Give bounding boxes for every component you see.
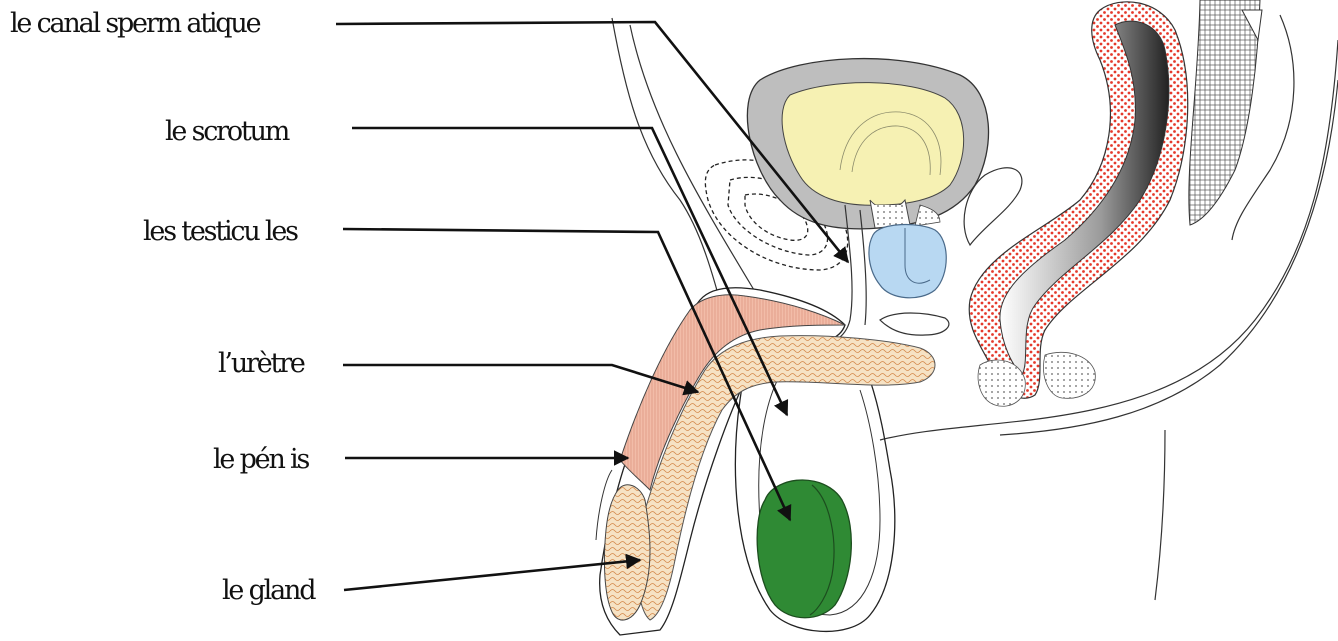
prostate <box>869 225 946 298</box>
leader-gland <box>344 560 640 590</box>
label-penis: le pén is <box>213 446 308 473</box>
bladder <box>747 59 988 229</box>
leader-uretre <box>343 365 698 392</box>
label-canal-spermatique: le canal sperm atique <box>10 10 259 37</box>
testicle <box>757 480 851 618</box>
label-uretre: l’urètre <box>218 350 304 377</box>
label-gland: le gland <box>222 577 314 604</box>
label-scrotum: le scrotum <box>165 118 288 145</box>
leader-testicules <box>343 229 790 520</box>
sacrum <box>1189 0 1262 225</box>
label-testicules: les testicu les <box>143 218 297 245</box>
